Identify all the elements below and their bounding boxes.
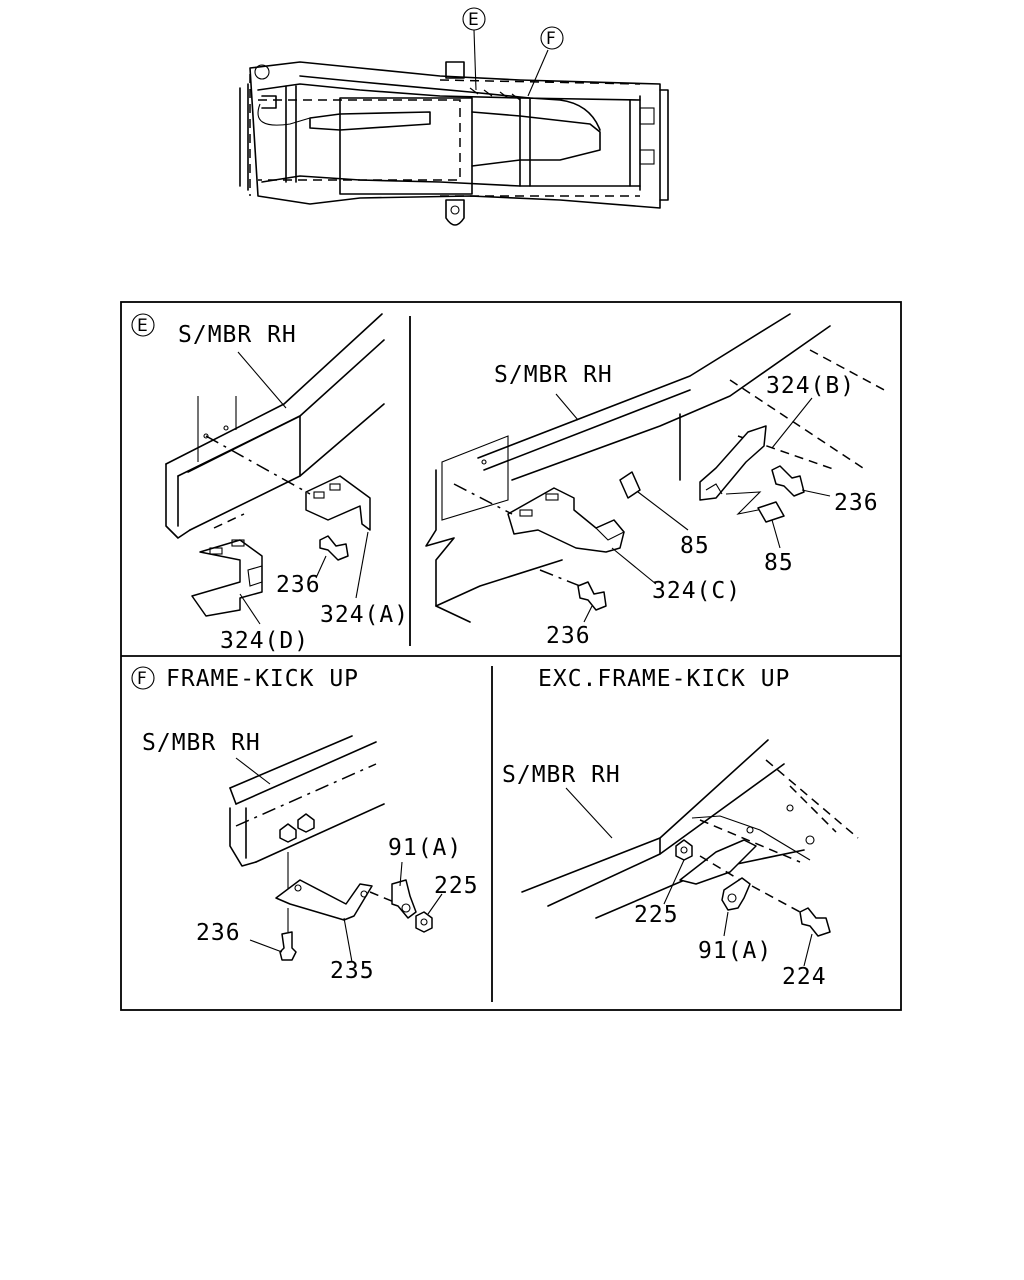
panel-f-left-nut-225: 225 [434, 873, 479, 899]
panel-f-left-bracket-235: 235 [330, 958, 375, 984]
chassis-overview [239, 7, 669, 226]
panel-e-left-bolt-236: 236 [276, 572, 321, 598]
overview-callout-e: E [468, 10, 479, 30]
panel-f-right-member-label: S/MBR RH [502, 762, 621, 788]
panel-f-right-heading: EXC.FRAME-KICK UP [538, 666, 790, 692]
panel-e-left-drawing [131, 313, 385, 625]
panel-f-left-heading: FRAME-KICK UP [166, 666, 359, 692]
overview-callout-f: F [546, 29, 556, 49]
panel-e-left-member-label: S/MBR RH [178, 322, 297, 348]
panel-e-left-bracket-324d: 324(D) [220, 628, 309, 654]
panel-e-left-bracket-324a: 324(A) [320, 602, 409, 628]
panel-e-right-bracket-324b: 324(B) [766, 373, 855, 399]
panel-f-right-clip-91a: 91(A) [698, 938, 772, 964]
panel-f-right-bolt-224: 224 [782, 964, 827, 990]
panel-e-right-drawing [425, 313, 889, 623]
panel-f-left-member-label: S/MBR RH [142, 730, 261, 756]
panel-e-right-clip-85-left: 85 [680, 533, 710, 559]
panel-f-left-drawing [131, 666, 443, 963]
panel-e-right-bracket-324c: 324(C) [652, 578, 741, 604]
panel-e-right-bolt-236-upper: 236 [834, 490, 879, 516]
panel-f-left-bolt-236: 236 [196, 920, 241, 946]
panel-e-marker: E [137, 316, 148, 336]
panel-e-right-member-label: S/MBR RH [494, 362, 613, 388]
panel-f-right-drawing [521, 739, 859, 967]
panel-f-left-clip-91a: 91(A) [388, 835, 462, 861]
panel-e-right-bolt-236-lower: 236 [546, 623, 591, 649]
panel-f-right-nut-225: 225 [634, 902, 679, 928]
panel-e-right-clip-85-right: 85 [764, 550, 794, 576]
panel-f-marker: F [137, 669, 147, 689]
